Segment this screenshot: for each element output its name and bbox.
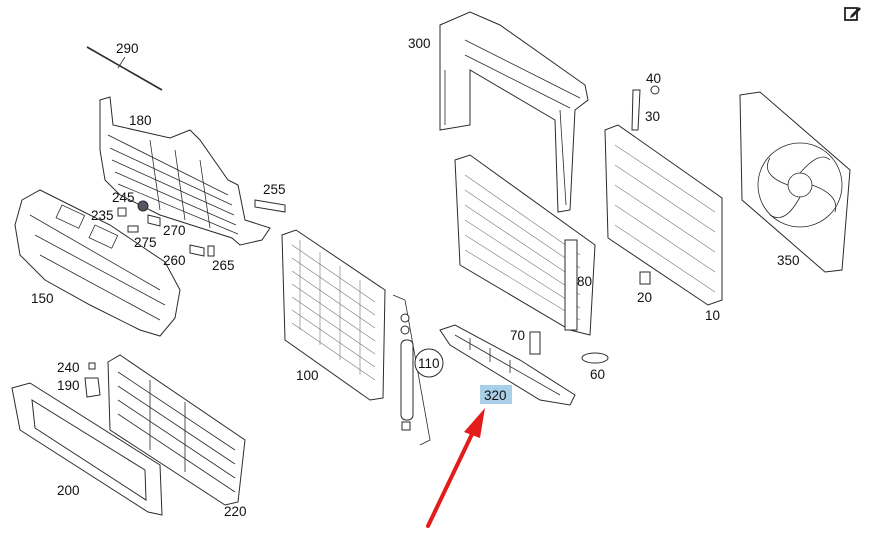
edit-button[interactable] xyxy=(843,4,865,24)
part-10 xyxy=(604,124,723,306)
highlight-320 xyxy=(480,385,512,404)
label-255: 255 xyxy=(263,182,286,197)
label-240: 240 xyxy=(57,360,80,375)
label-150: 150 xyxy=(31,291,54,306)
red-arrow xyxy=(426,408,485,528)
part-80 xyxy=(454,154,596,336)
label-275: 275 xyxy=(134,235,157,250)
part-290 xyxy=(86,46,163,91)
label-40: 40 xyxy=(646,71,661,86)
callout-110-circle xyxy=(414,348,444,378)
hardware-group xyxy=(117,199,286,257)
label-200: 200 xyxy=(57,483,80,498)
label-30: 30 xyxy=(645,109,660,124)
label-110: 110 xyxy=(418,356,440,371)
part-180 xyxy=(99,96,271,246)
label-235: 235 xyxy=(91,208,114,223)
label-60: 60 xyxy=(590,367,605,382)
label-80: 80 xyxy=(577,274,592,289)
label-220: 220 xyxy=(224,504,247,519)
label-290: 290 xyxy=(116,41,139,56)
label-300: 300 xyxy=(408,36,431,51)
part-70 xyxy=(529,331,541,355)
label-265: 265 xyxy=(212,258,235,273)
label-245: 245 xyxy=(112,190,135,205)
label-100: 100 xyxy=(296,368,319,383)
part-labels: 290 180 300 40 30 255 245 235 275 270 26… xyxy=(31,36,800,519)
label-20: 20 xyxy=(637,290,652,305)
part-240-190 xyxy=(84,362,101,398)
part-220 xyxy=(107,354,246,506)
part-40-30 xyxy=(631,85,660,131)
label-70: 70 xyxy=(510,328,525,343)
label-260: 260 xyxy=(163,253,186,268)
label-10: 10 xyxy=(705,308,720,323)
edit-icon xyxy=(844,7,861,21)
label-320: 320 xyxy=(484,388,507,403)
part-60 xyxy=(581,352,609,364)
part-300 xyxy=(439,11,589,213)
part-150 xyxy=(14,189,181,337)
part-200 xyxy=(11,382,163,516)
part-110 xyxy=(392,294,431,446)
part-320 xyxy=(439,324,576,406)
label-180: 180 xyxy=(129,113,152,128)
part-100 xyxy=(281,229,386,401)
label-350: 350 xyxy=(777,253,800,268)
label-270: 270 xyxy=(163,223,186,238)
part-350 xyxy=(739,91,851,273)
label-190: 190 xyxy=(57,378,80,393)
